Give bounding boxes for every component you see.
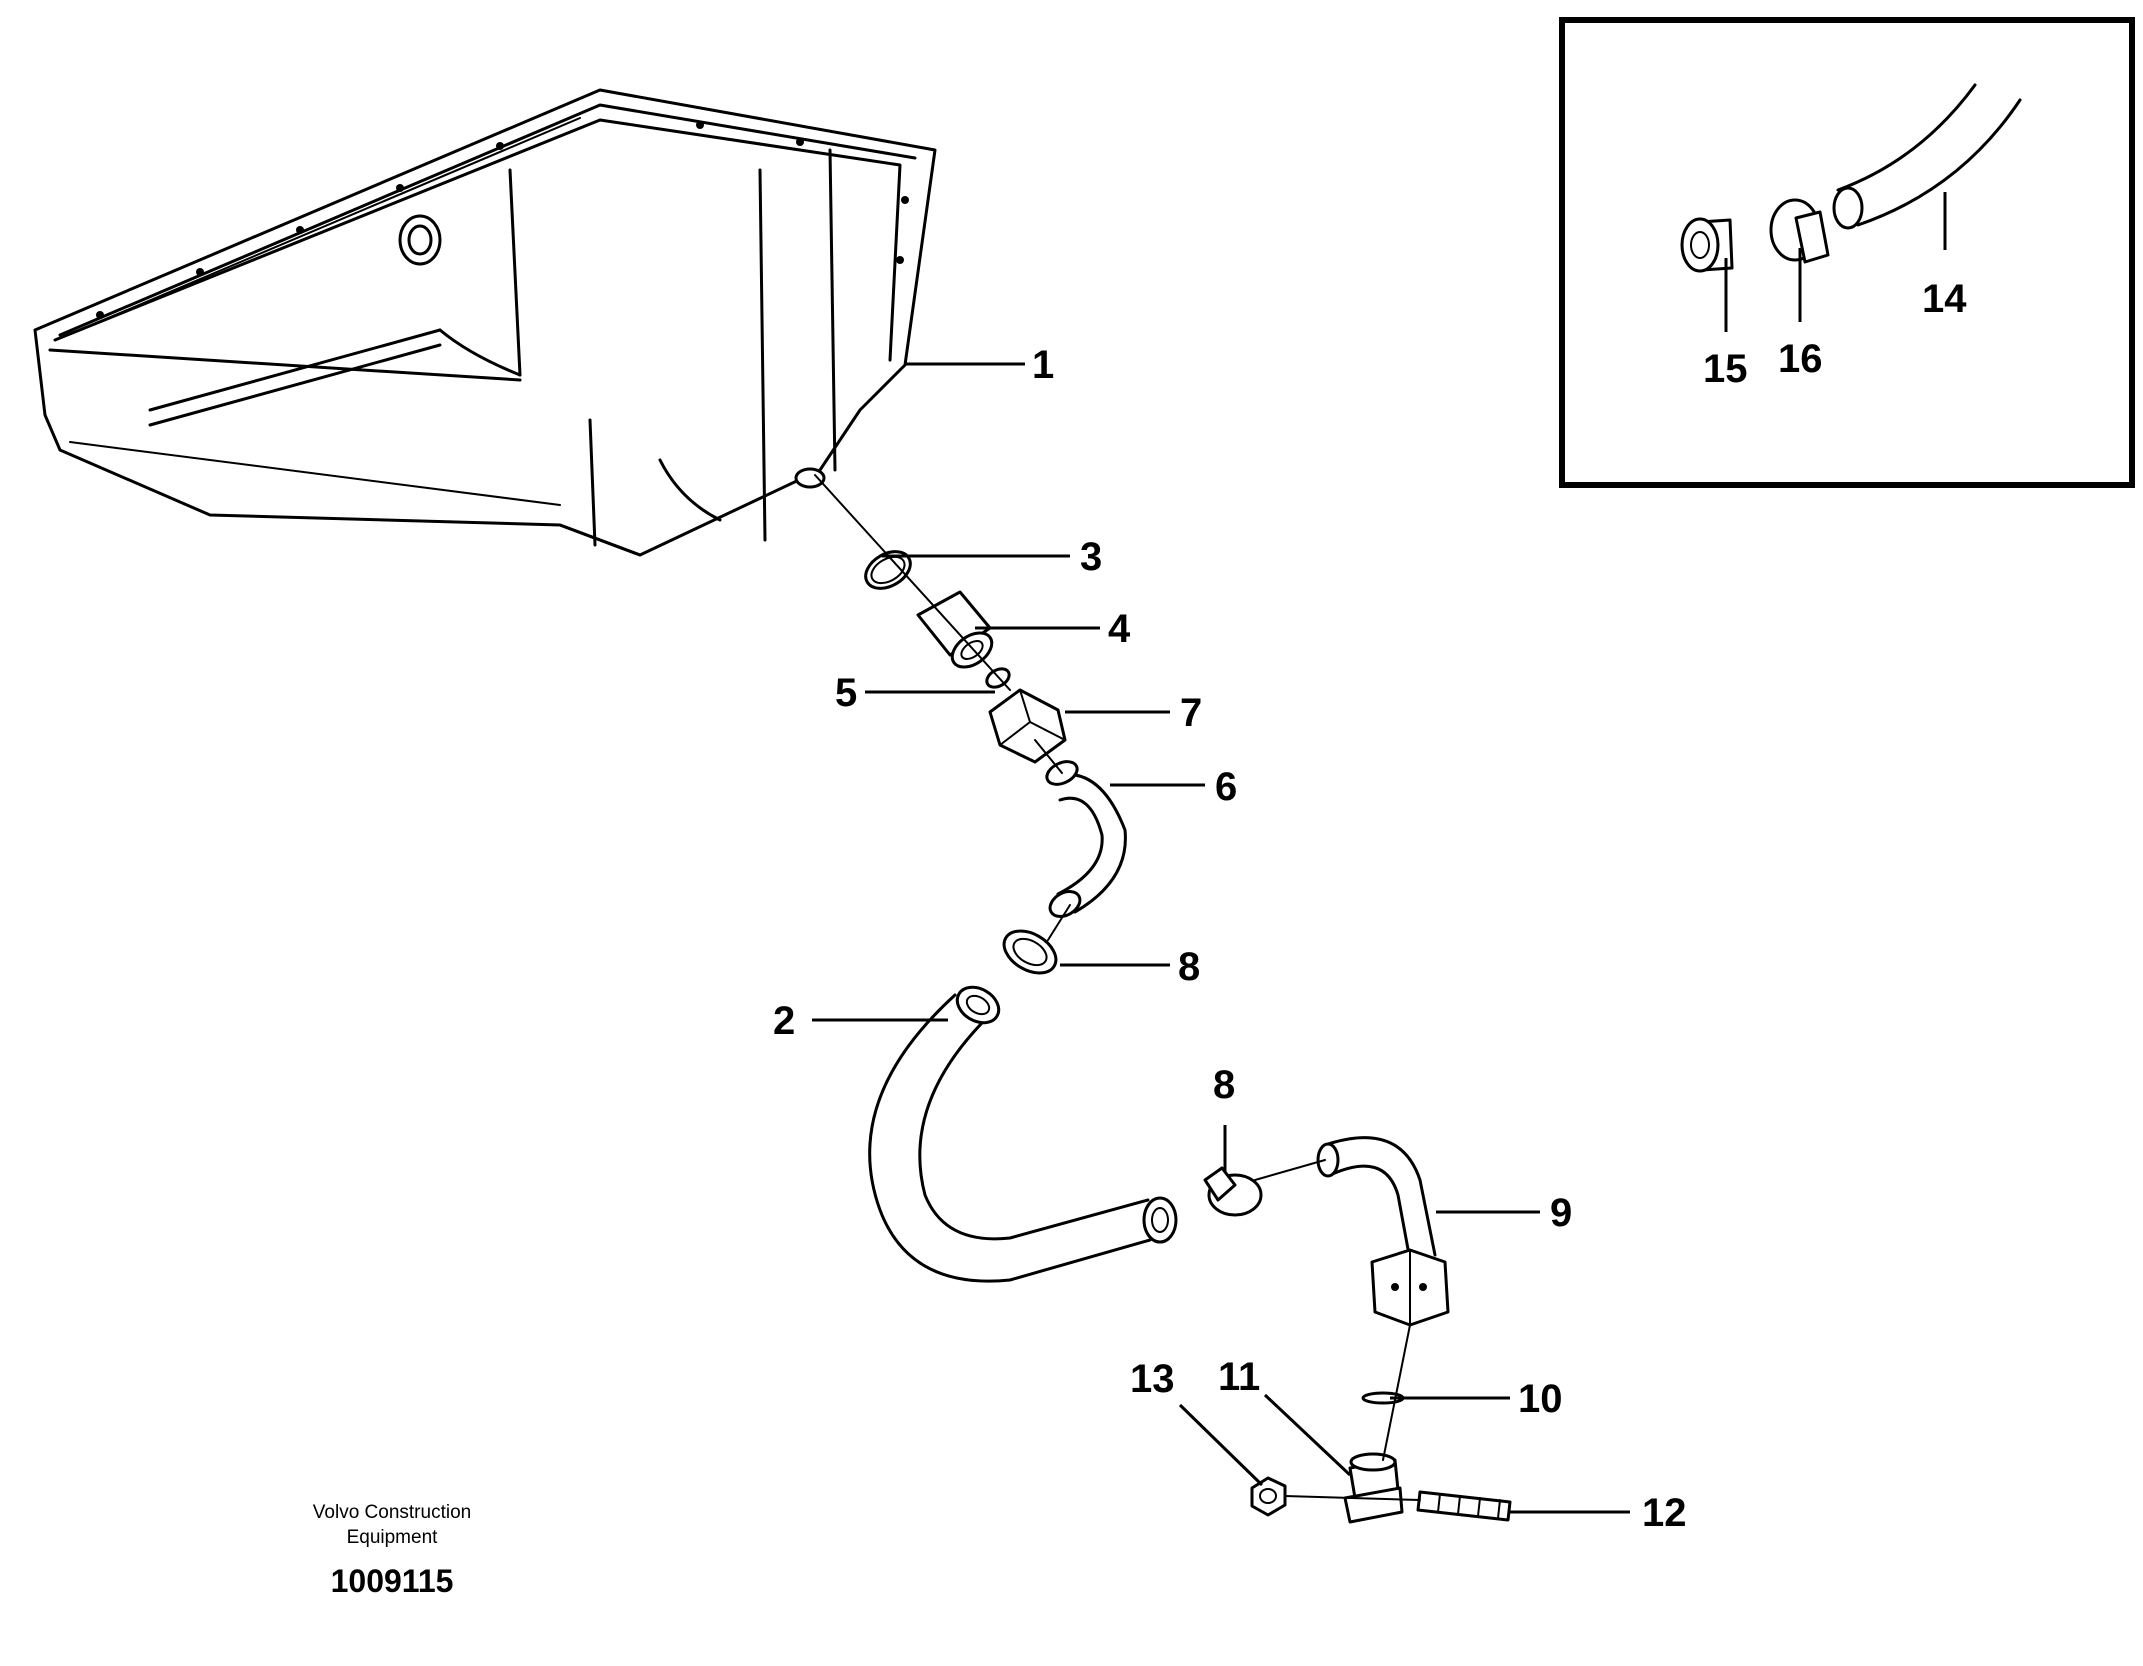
- callout-5: 5: [835, 671, 857, 715]
- callout-8-lower: 8: [1213, 1063, 1235, 1107]
- callout-8-upper: 8: [1178, 945, 1200, 989]
- callout-7: 7: [1180, 691, 1202, 735]
- hose-clamp-part-8-upper: [1002, 929, 1058, 975]
- callout-16: 16: [1778, 337, 1823, 381]
- valve-fitting-part-11: [1343, 1452, 1404, 1524]
- callout-11: 11: [1218, 1355, 1260, 1399]
- oil-hose-part-2: [868, 985, 1178, 1283]
- union-nut-part-7: [988, 688, 1067, 764]
- elbow-hose-part-6: [1045, 760, 1127, 918]
- callout-numbers: 1 2 3 4 5 6 7 8 8 9 10 11 12 13 14 15 16: [773, 277, 1967, 1535]
- hose-clamp-part-8-lower: [1203, 1166, 1263, 1217]
- plug-part-15: [1680, 217, 1734, 273]
- inset-box: [1559, 17, 2135, 488]
- oil-sump-part-1: [33, 88, 937, 557]
- flange-nut-part-13: [1250, 1476, 1287, 1517]
- hose-part-14: [1832, 83, 2022, 230]
- callout-14: 14: [1922, 277, 1967, 321]
- callout-1: 1: [1032, 343, 1054, 387]
- hose-clamp-part-16: [1769, 198, 1830, 264]
- callout-6: 6: [1215, 765, 1237, 809]
- leader-lines: [812, 192, 1947, 1514]
- callout-2: 2: [773, 999, 795, 1043]
- drain-pipe-part-9: [1316, 1136, 1450, 1327]
- callout-3: 3: [1080, 535, 1102, 579]
- callout-13: 13: [1130, 1357, 1175, 1401]
- callout-9: 9: [1550, 1191, 1572, 1235]
- callout-12: 12: [1642, 1491, 1687, 1535]
- callout-15: 15: [1703, 347, 1748, 391]
- o-ring-part-3: [864, 550, 912, 590]
- assembly-axis-lines: [814, 474, 1421, 1501]
- diagram-caption: Volvo Construction Equipment 1009115: [313, 1502, 471, 1599]
- stud-part-12: [1416, 1490, 1512, 1522]
- callout-10: 10: [1518, 1377, 1563, 1421]
- document-number: 1009115: [331, 1563, 454, 1599]
- caption-line-1: Volvo Construction: [313, 1502, 471, 1523]
- callout-4: 4: [1108, 607, 1131, 651]
- caption-line-2: Equipment: [347, 1527, 439, 1548]
